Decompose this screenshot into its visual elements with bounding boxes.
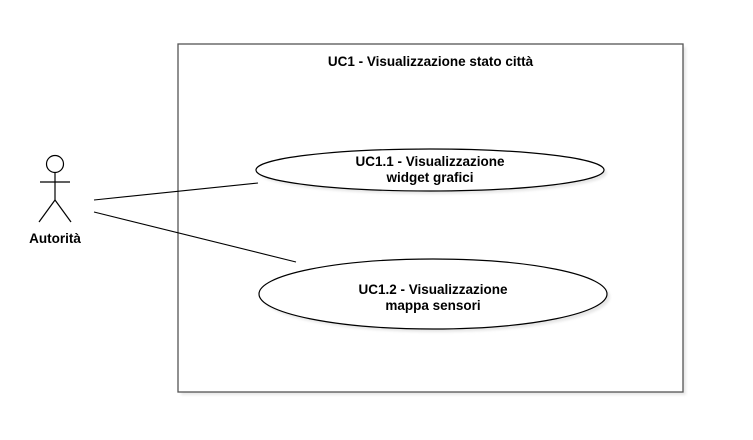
use-case-uc1-1[interactable]: UC1.1 - Visualizzazione widget grafici xyxy=(255,148,607,194)
actor-autorita[interactable]: Autorità xyxy=(29,154,81,247)
use-case-uc1-2[interactable]: UC1.2 - Visualizzazione mappa sensori xyxy=(258,258,610,332)
system-boundary-box xyxy=(177,43,684,393)
use-case-uc1-1-label-line1: UC1.1 - Visualizzazione xyxy=(355,154,505,169)
use-case-uc1-2-ellipse xyxy=(258,258,608,330)
use-case-uc1-2-label-line2: mappa sensori xyxy=(385,298,480,313)
system-boundary[interactable]: UC1 - Visualizzazione stato città xyxy=(177,43,686,395)
system-title: UC1 - Visualizzazione stato città xyxy=(328,54,534,69)
actor-stick-figure-icon xyxy=(38,154,72,223)
use-case-uc1-2-label-line1: UC1.2 - Visualizzazione xyxy=(358,282,508,297)
association-line-uc1-2 xyxy=(93,211,297,263)
association-line-uc1-1 xyxy=(93,182,259,201)
use-case-uc1-1-ellipse xyxy=(255,148,605,192)
use-case-uc1-1-label-line2: widget grafici xyxy=(385,170,473,185)
actor-label: Autorità xyxy=(29,231,81,246)
